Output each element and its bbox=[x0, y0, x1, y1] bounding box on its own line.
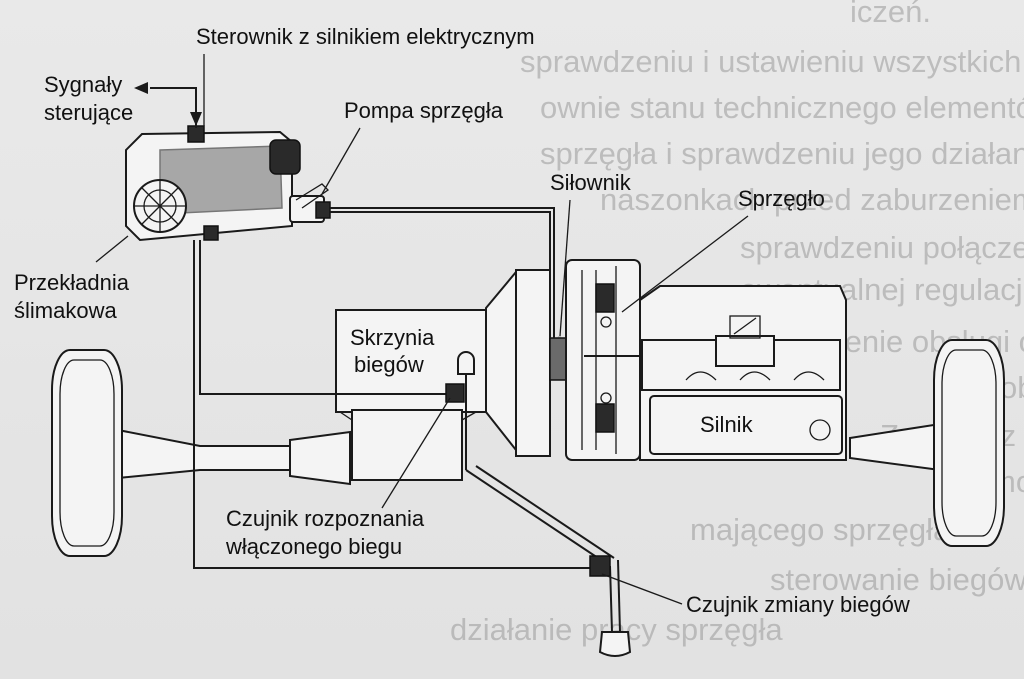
bg-line-4: naszonkach przed zaburzeniem bbox=[600, 182, 1024, 217]
left-axle bbox=[117, 428, 351, 486]
gearbox-label-line1: Skrzynia bbox=[350, 325, 435, 350]
gearbox-label-line2: biegów bbox=[354, 352, 424, 377]
signals-label-line2: sterujące bbox=[44, 100, 133, 125]
signals-label-line1: Sygnały bbox=[44, 72, 122, 97]
engine: Silnik bbox=[639, 285, 847, 461]
gear-lever bbox=[457, 351, 632, 657]
clutch-label: Sprzęgło bbox=[738, 186, 825, 211]
controller-unit bbox=[125, 125, 331, 242]
hydraulic-and-signal-lines bbox=[193, 207, 611, 577]
gear-change-sensor bbox=[589, 555, 611, 577]
engine-label: Silnik bbox=[700, 412, 754, 437]
actuator-label: Siłownik bbox=[550, 170, 632, 195]
right-wheel bbox=[933, 339, 1005, 547]
worm-gear-label-line1: Przekładnia bbox=[14, 270, 130, 295]
gearbox: Skrzynia biegów bbox=[335, 269, 551, 481]
labels: Sterownik z silnikiem elektrycznym Sygna… bbox=[14, 24, 910, 617]
bg-line-11: mającego sprzęgła bbox=[690, 512, 951, 547]
gear-recognition-label-line1: Czujnik rozpoznania bbox=[226, 506, 425, 531]
gear-recognition-label-line2: włączonego biegu bbox=[225, 534, 402, 559]
bg-line-12: sterowanie biegów bbox=[770, 562, 1024, 597]
bg-line-3: sprzęgła i sprawdzeniu jego działania, n… bbox=[540, 136, 1024, 171]
gear-recognition-sensor bbox=[445, 383, 465, 403]
right-axle bbox=[849, 422, 941, 472]
leader-lines bbox=[95, 54, 749, 605]
gear-change-sensor-label: Czujnik zmiany biegów bbox=[686, 592, 910, 617]
bg-line-5: sprawdzeniu połączeń elektrycznych, prze… bbox=[740, 230, 1024, 265]
bg-line-0: iczeń. bbox=[850, 0, 931, 29]
controller-label: Sterownik z silnikiem elektrycznym bbox=[196, 24, 535, 49]
signal-arrow bbox=[134, 82, 202, 128]
left-wheel bbox=[51, 349, 123, 557]
bg-line-1: sprawdzeniu i ustawieniu wszystkich ukła… bbox=[520, 44, 1024, 79]
bg-line-2: ownie stanu technicznego elementów, o na… bbox=[540, 90, 1024, 125]
clutch-assembly bbox=[549, 259, 641, 461]
clutch-pump-label: Pompa sprzęgła bbox=[344, 98, 504, 123]
worm-gear-label-line2: ślimakowa bbox=[14, 298, 117, 323]
